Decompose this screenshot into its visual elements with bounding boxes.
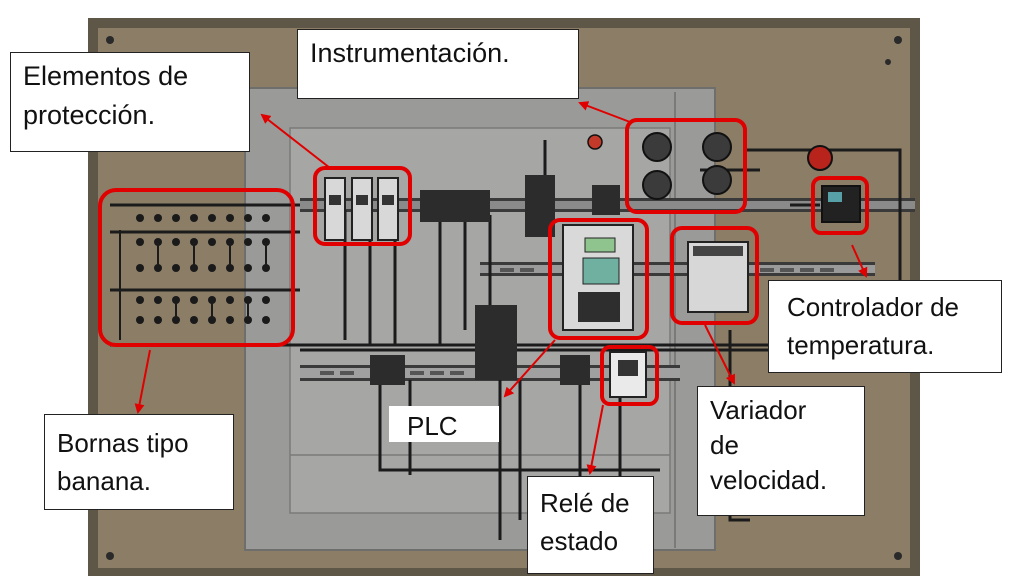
banana-wires — [119, 230, 267, 340]
arrow-banana — [134, 349, 151, 414]
highlight-plc — [548, 218, 649, 340]
callout-rele-estado: Relé de estado — [527, 476, 654, 574]
circuit-breakers — [324, 177, 399, 241]
highlight-temperature — [811, 176, 869, 235]
arrow-instrumentation — [578, 101, 631, 123]
callout-instrumentacion: Instrumentación. — [297, 29, 579, 99]
state-relay — [609, 351, 647, 398]
temperature-controller — [821, 185, 861, 223]
highlight-relay — [600, 345, 659, 406]
pointer-arrows — [134, 101, 868, 475]
callout-controlador-temperatura: Controlador de temperatura. — [768, 280, 1002, 373]
mounting-holes — [106, 36, 902, 560]
drive-unit — [562, 224, 634, 331]
callout-variador-velocidad: Variador de velocidad. — [697, 386, 865, 516]
callout-elementos-proteccion: Elementos de protección. — [10, 52, 250, 152]
arrow-temperature — [851, 244, 868, 278]
pilot-light — [587, 134, 603, 150]
arrow-relay — [586, 404, 604, 475]
highlight-drive — [670, 226, 759, 325]
emergency-stop — [807, 145, 833, 171]
power-supply — [687, 241, 749, 313]
highlight-instrumentation — [625, 118, 747, 214]
highlight-protection — [313, 166, 412, 246]
arrow-protection — [260, 113, 331, 169]
arrow-drive — [704, 324, 735, 385]
highlight-boxes — [98, 118, 869, 406]
highlight-banana-terminals — [98, 188, 295, 347]
callout-bornas-banana: Bornas tipo banana. — [44, 414, 234, 510]
banana-terminals — [136, 214, 270, 324]
callout-plc: PLC — [389, 406, 499, 442]
instrumentation-dials — [642, 132, 732, 200]
arrow-plc — [503, 339, 556, 398]
